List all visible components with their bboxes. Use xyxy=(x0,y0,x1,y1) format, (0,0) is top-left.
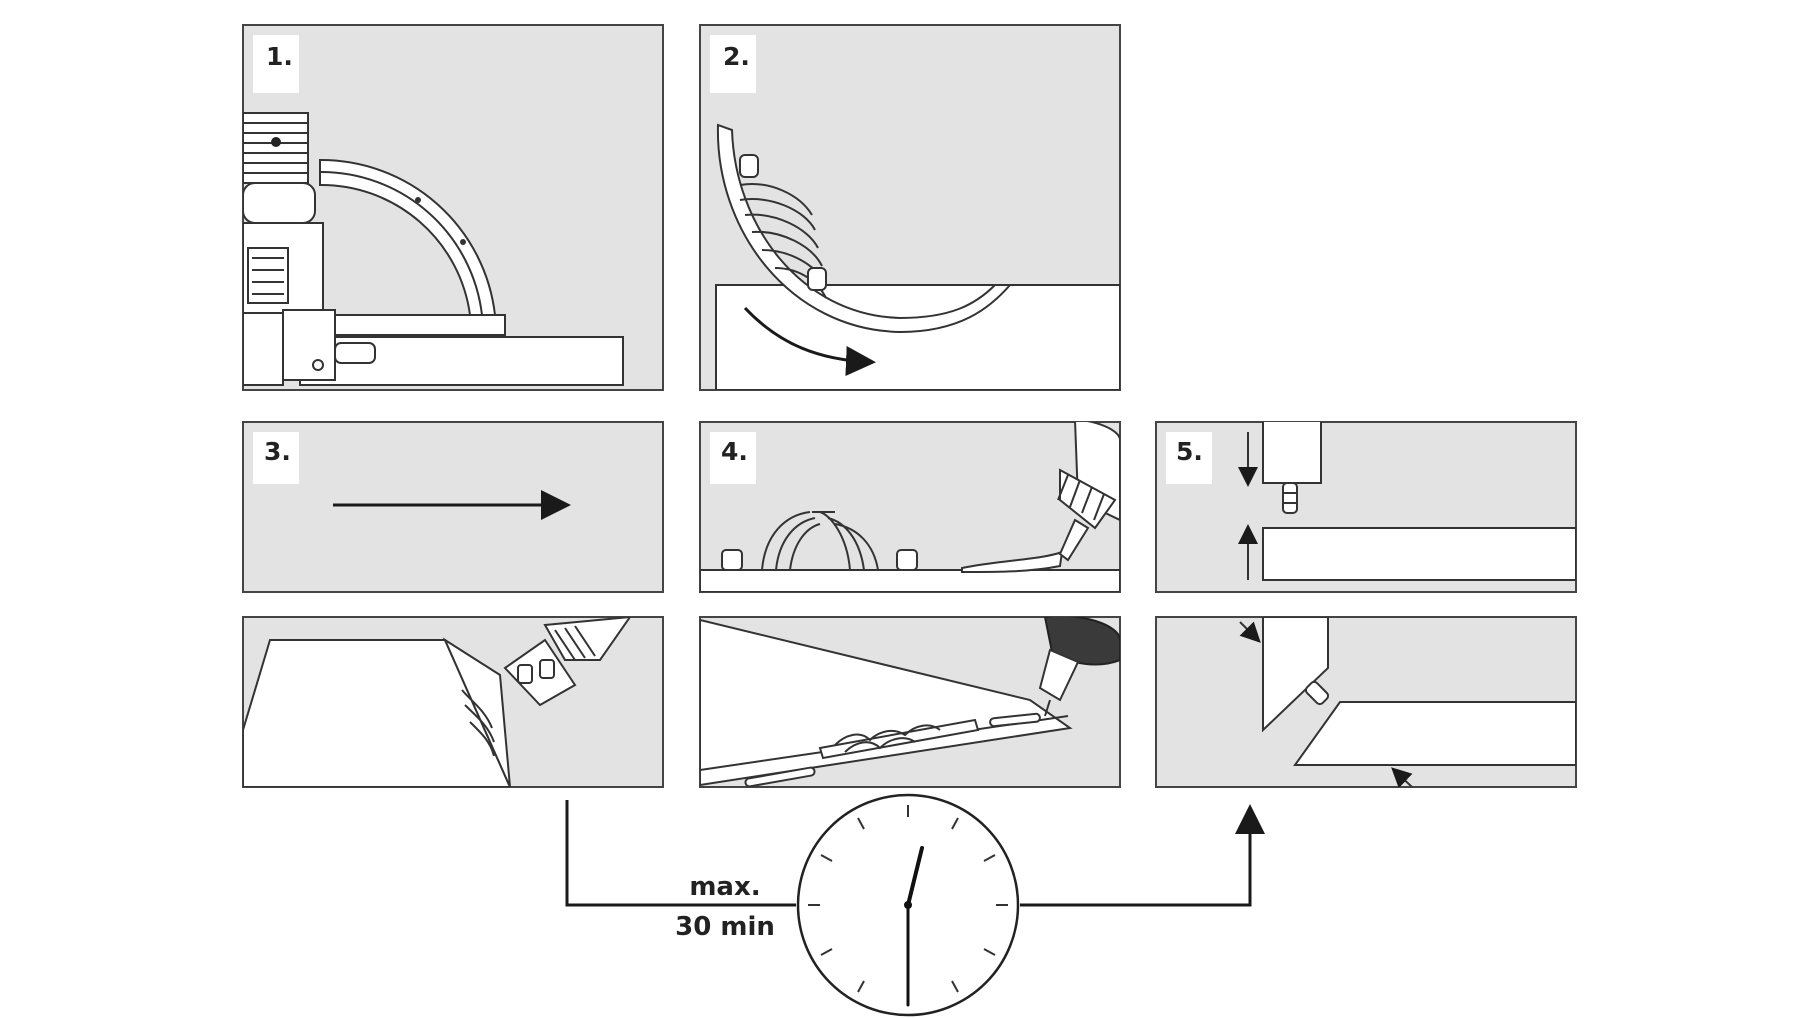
blade-teeth xyxy=(739,154,827,299)
biscuit-joiner-illustration xyxy=(243,112,624,386)
flow-connector-left xyxy=(565,800,796,907)
panel-step-2: 2. xyxy=(699,24,1121,391)
biscuit-insert-illustration xyxy=(1238,422,1576,581)
time-limit-line1: max. xyxy=(689,872,760,902)
mitre-joint-illustration xyxy=(1239,617,1576,787)
panel-step-5: 5. xyxy=(1155,421,1577,593)
angled-cut-illustration xyxy=(243,617,632,787)
glue-application-illustration xyxy=(700,422,1120,592)
clock-icon xyxy=(796,793,1020,1017)
step-5-label: 5. xyxy=(1176,437,1203,466)
panel-step-3: 3. xyxy=(242,421,664,593)
mitre-glue-illustration xyxy=(700,617,1120,787)
step-1-label: 1. xyxy=(266,42,293,71)
biscuit-joiner-tool xyxy=(503,617,632,707)
panel-step-1: 1. xyxy=(242,24,664,391)
waiting-time-flow: max. 30 min xyxy=(565,793,1265,1017)
step-2-label: 2. xyxy=(723,42,750,71)
panel-step-3-detail xyxy=(242,616,664,788)
motor-housing xyxy=(243,112,324,314)
blade-plunge-illustration xyxy=(715,123,1120,390)
step-3-label: 3. xyxy=(264,437,291,466)
flow-connector-right xyxy=(1020,804,1265,907)
time-limit-line2: 30 min xyxy=(675,912,775,942)
glue-bottle xyxy=(1057,422,1120,562)
panel-step-5-detail xyxy=(1155,616,1577,788)
panel-step-4-detail xyxy=(699,616,1121,788)
panel-step-4: 4. xyxy=(699,421,1121,593)
step-4-label: 4. xyxy=(721,437,748,466)
